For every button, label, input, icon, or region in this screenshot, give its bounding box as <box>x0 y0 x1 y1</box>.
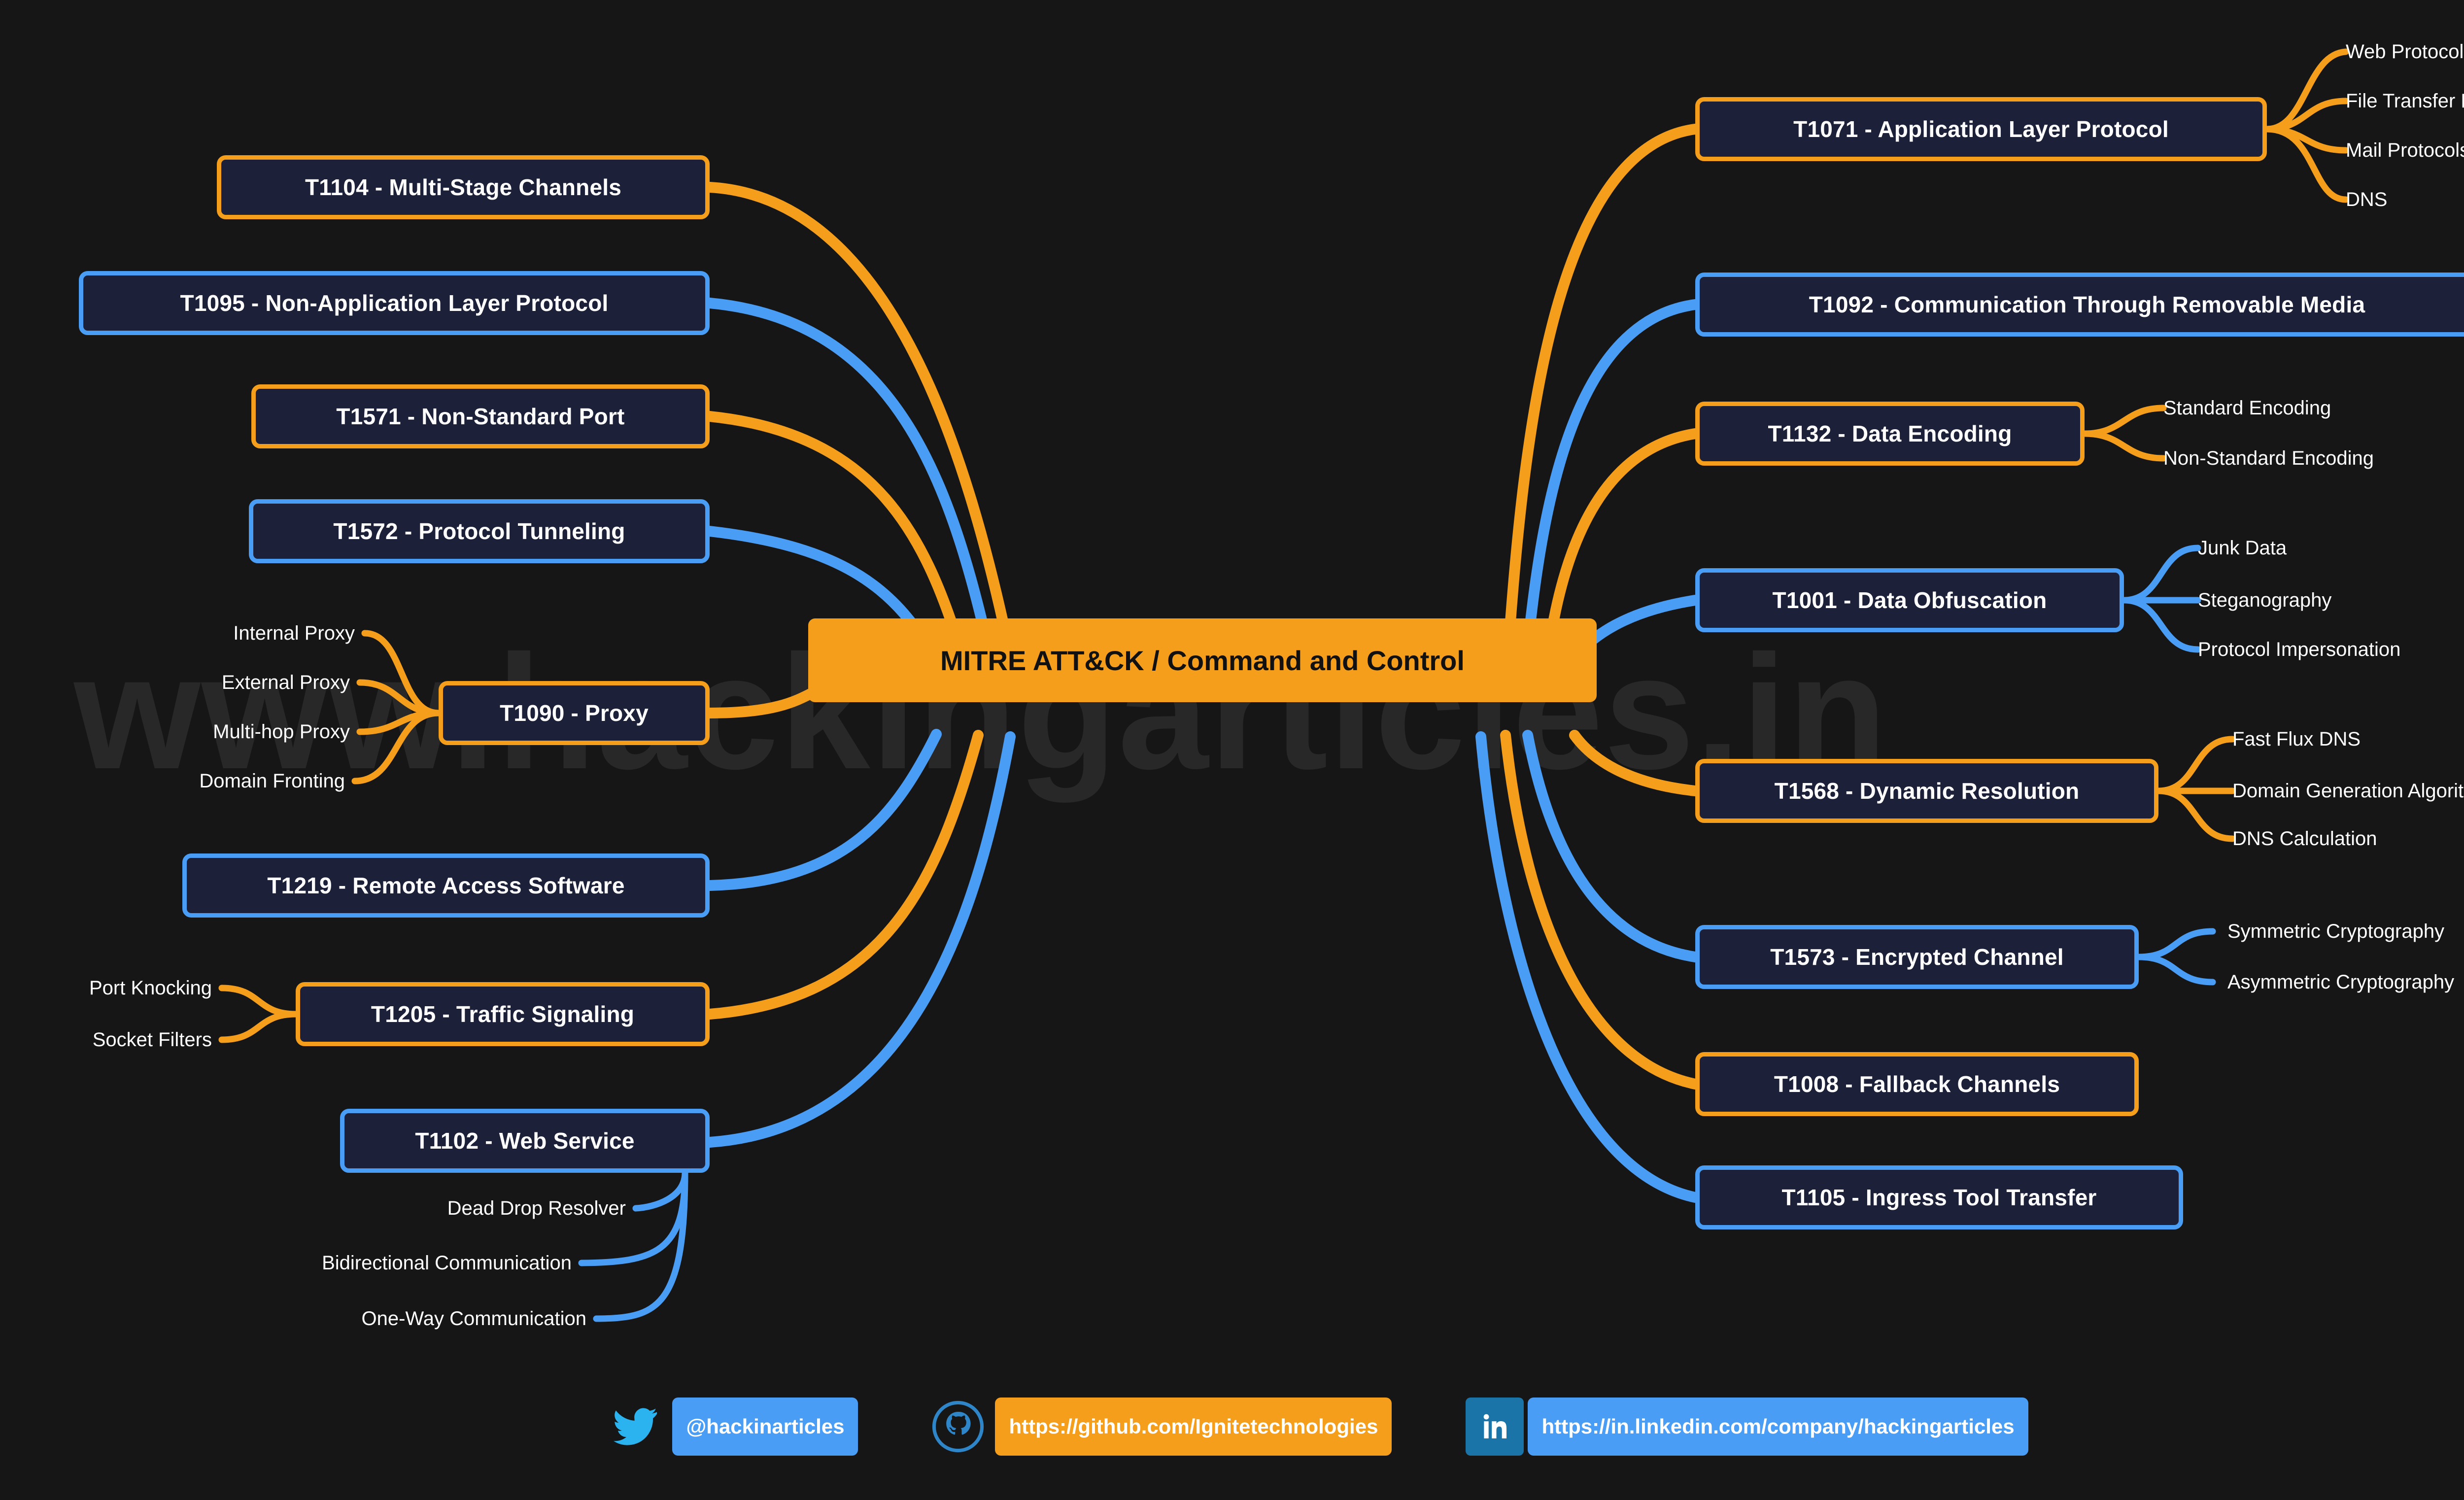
node-t1568-label: T1568 - Dynamic Resolution <box>1774 778 2080 804</box>
node-t1102[interactable]: T1102 - Web Service <box>340 1109 710 1173</box>
node-t1132-label: T1132 - Data Encoding <box>1768 420 2012 446</box>
github-url-label: https://github.com/Ignitetechnologies <box>1009 1415 1378 1438</box>
leaf-internal-proxy: Internal Proxy <box>233 622 355 644</box>
node-t1102-label: T1102 - Web Service <box>415 1127 635 1154</box>
leaf-domain-generation-algorithms: Domain Generation Algorithms <box>2232 780 2464 802</box>
node-t1571-label: T1571 - Non-Standard Port <box>336 403 625 429</box>
sublink-t1205-1 <box>218 1011 299 1043</box>
link-t1095 <box>704 298 996 663</box>
node-t1008[interactable]: T1008 - Fallback Channels <box>1695 1052 2139 1116</box>
node-t1572-label: T1572 - Protocol Tunneling <box>333 518 625 544</box>
node-t1219-label: T1219 - Remote Access Software <box>267 872 625 898</box>
sublink-t1132-0 <box>2081 405 2167 437</box>
leaf-dead-drop-resolver: Dead Drop Resolver <box>447 1197 626 1219</box>
node-t1105[interactable]: T1105 - Ingress Tool Transfer <box>1695 1165 2183 1229</box>
node-t1090[interactable]: T1090 - Proxy <box>439 681 710 745</box>
node-t1205-label: T1205 - Traffic Signaling <box>371 1001 635 1027</box>
github-url-pill[interactable]: https://github.com/Ignitetechnologies <box>995 1398 1392 1456</box>
leaf-bidirectional-communication: Bidirectional Communication <box>322 1252 572 1274</box>
node-t1001-label: T1001 - Data Obfuscation <box>1772 587 2047 613</box>
node-t1092-label: T1092 - Communication Through Removable … <box>1809 291 2365 317</box>
github-group[interactable]: https://github.com/Ignitetechnologies <box>932 1398 1392 1456</box>
linkedin-icon <box>1466 1398 1524 1456</box>
link-t1104 <box>704 182 1016 661</box>
node-t1071-label: T1071 - Application Layer Protocol <box>1793 116 2169 142</box>
node-t1095[interactable]: T1095 - Non-Application Layer Protocol <box>79 271 710 335</box>
center-node[interactable]: MITRE ATT&CK / Command and Control <box>808 618 1597 702</box>
node-t1104[interactable]: T1104 - Multi-Stage Channels <box>217 155 710 219</box>
leaf-dns: DNS <box>2346 189 2388 210</box>
github-icon <box>932 1398 984 1456</box>
leaf-fast-flux-dns: Fast Flux DNS <box>2232 728 2361 750</box>
sublink-t1132-1 <box>2081 430 2167 462</box>
twitter-handle-label: @hackinarticles <box>686 1415 845 1438</box>
twitter-group[interactable]: @hackinarticles <box>609 1398 858 1456</box>
sublink-t1102-2 <box>593 1169 688 1322</box>
sublink-t1071-1 <box>2263 98 2349 133</box>
node-t1008-label: T1008 - Fallback Channels <box>1774 1071 2060 1097</box>
sublink-t1573-0 <box>2135 928 2216 960</box>
leaf-mail-protocols: Mail Protocols <box>2346 139 2464 161</box>
linkedin-url-label: https://in.linkedin.com/company/hackinga… <box>1541 1415 2015 1438</box>
node-t1071[interactable]: T1071 - Application Layer Protocol <box>1695 97 2267 161</box>
sublink-t1071-0 <box>2263 48 2349 133</box>
link-t1071 <box>1503 124 1701 661</box>
sublink-t1071-3 <box>2263 126 2349 203</box>
leaf-port-knocking: Port Knocking <box>89 977 212 999</box>
leaf-junk-data: Junk Data <box>2198 537 2287 559</box>
leaf-protocol-impersonation: Protocol Impersonation <box>2198 639 2401 660</box>
sublink-t1071-2 <box>2263 126 2349 154</box>
link-t1105 <box>1475 731 1701 1203</box>
node-t1104-label: T1104 - Multi-Stage Channels <box>305 174 622 200</box>
node-t1573[interactable]: T1573 - Encrypted Channel <box>1695 925 2139 989</box>
leaf-file-transfer-protocols: File Transfer Protocols <box>2346 90 2464 112</box>
node-t1205[interactable]: T1205 - Traffic Signaling <box>296 982 710 1046</box>
footer-social-bar: @hackinarticles https://github.com/Ignit… <box>0 1375 2464 1478</box>
linkedin-group[interactable]: https://in.linkedin.com/company/hackinga… <box>1466 1398 2028 1456</box>
sublink-t1205-0 <box>218 985 299 1018</box>
leaf-steganography: Steganography <box>2198 589 2332 611</box>
leaf-socket-filters: Socket Filters <box>92 1029 212 1051</box>
node-t1001[interactable]: T1001 - Data Obfuscation <box>1695 568 2124 632</box>
leaf-external-proxy: External Proxy <box>221 672 350 693</box>
node-t1573-label: T1573 - Encrypted Channel <box>1770 944 2064 970</box>
center-node-label: MITRE ATT&CK / Command and Control <box>940 645 1465 676</box>
sublink-t1568-2 <box>2155 787 2236 842</box>
leaf-web-protocols: Web Protocols <box>2346 41 2464 63</box>
node-t1572[interactable]: T1572 - Protocol Tunneling <box>249 499 710 563</box>
node-t1105-label: T1105 - Ingress Tool Transfer <box>1781 1184 2097 1210</box>
leaf-one-way-communication: One-Way Communication <box>361 1308 586 1330</box>
sublink-t1001-0 <box>2121 545 2201 604</box>
leaf-non-standard-encoding: Non-Standard Encoding <box>2163 447 2374 469</box>
leaf-domain-fronting: Domain Fronting <box>199 770 345 792</box>
twitter-handle-pill[interactable]: @hackinarticles <box>672 1398 858 1456</box>
twitter-icon <box>609 1398 661 1456</box>
node-t1132[interactable]: T1132 - Data Encoding <box>1695 402 2085 466</box>
node-t1571[interactable]: T1571 - Non-Standard Port <box>251 384 710 448</box>
leaf-asymmetric-cryptography: Asymmetric Cryptography <box>2227 971 2455 993</box>
node-t1219[interactable]: T1219 - Remote Access Software <box>182 853 710 918</box>
leaf-standard-encoding: Standard Encoding <box>2163 397 2331 419</box>
sublink-t1573-1 <box>2135 954 2216 986</box>
node-t1095-label: T1095 - Non-Application Layer Protocol <box>180 290 609 316</box>
node-t1092[interactable]: T1092 - Communication Through Removable … <box>1695 273 2464 337</box>
leaf-multi-hop-proxy: Multi-hop Proxy <box>213 721 350 743</box>
node-t1568[interactable]: T1568 - Dynamic Resolution <box>1695 759 2158 823</box>
link-t1092 <box>1521 299 1701 663</box>
leaf-dns-calculation: DNS Calculation <box>2232 828 2377 850</box>
leaf-symmetric-cryptography: Symmetric Cryptography <box>2227 920 2445 942</box>
linkedin-url-pill[interactable]: https://in.linkedin.com/company/hackinga… <box>1528 1398 2028 1456</box>
sublink-t1102-0 <box>632 1169 688 1212</box>
node-t1090-label: T1090 - Proxy <box>500 700 649 726</box>
